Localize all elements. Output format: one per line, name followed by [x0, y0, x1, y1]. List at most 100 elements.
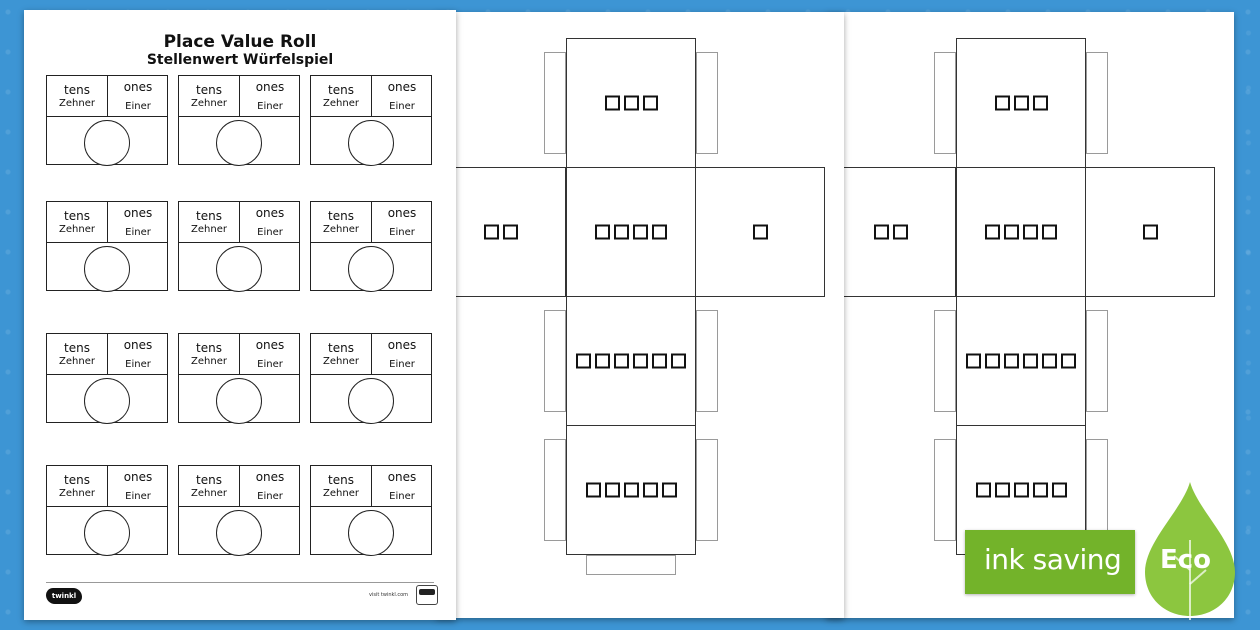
card-row-divider — [311, 506, 431, 507]
tens-label: tens — [64, 473, 90, 487]
tens-label: tens — [328, 209, 354, 223]
ones-german-label: Einer — [389, 359, 415, 370]
glue-tab — [1086, 52, 1108, 154]
ones-label: ones — [123, 338, 153, 352]
dice-face-middle — [956, 167, 1086, 297]
unit-square — [642, 482, 658, 498]
card-column-divider — [239, 334, 240, 374]
dot-squares — [567, 482, 695, 498]
dice-net — [436, 12, 844, 618]
unit-square — [484, 224, 499, 240]
dot-squares — [567, 224, 695, 240]
tens-german-label: Zehner — [323, 488, 359, 499]
tens-german-label: Zehner — [191, 224, 227, 235]
glue-tab — [696, 439, 718, 541]
unit-square — [652, 224, 667, 240]
unit-square — [642, 95, 658, 111]
ink-saving-label: ink saving — [984, 543, 1122, 576]
ones-german-label: Einer — [125, 101, 151, 112]
tens-label: tens — [64, 341, 90, 355]
twinkl-stamp-icon — [416, 585, 438, 605]
glue-tab — [544, 439, 566, 541]
eco-drop-icon — [1145, 482, 1235, 620]
unit-square — [1023, 224, 1038, 240]
answer-circle — [216, 378, 262, 424]
unit-square — [1061, 353, 1076, 369]
ink-saving-badge — [965, 530, 1135, 594]
ones-label: ones — [255, 470, 285, 484]
answer-circle — [216, 120, 262, 166]
unit-square — [595, 224, 610, 240]
dice-face-right — [1085, 167, 1215, 297]
dot-squares — [567, 95, 695, 111]
glue-tab — [544, 52, 566, 154]
dice-face-left — [436, 167, 566, 297]
dot-squares — [957, 353, 1085, 369]
card-column-divider — [239, 76, 240, 116]
tens-german-label: Zehner — [323, 224, 359, 235]
dot-squares — [1086, 224, 1214, 240]
ones-label: ones — [387, 206, 417, 220]
card-row-divider — [47, 374, 167, 375]
tens-german-label: Zehner — [59, 356, 95, 367]
unit-square — [1042, 224, 1057, 240]
twinkl-logo: twinkl — [46, 588, 82, 604]
dot-squares — [827, 224, 955, 240]
answer-circle — [84, 510, 130, 556]
ones-label: ones — [255, 338, 285, 352]
unit-square — [652, 353, 667, 369]
answer-circle — [216, 510, 262, 556]
footer-divider — [46, 582, 434, 583]
unit-square — [985, 224, 1000, 240]
dice-face-bottom — [566, 425, 696, 555]
tens-german-label: Zehner — [323, 356, 359, 367]
unit-square — [614, 224, 629, 240]
unit-square — [595, 353, 610, 369]
ones-german-label: Einer — [125, 359, 151, 370]
answer-circle — [84, 378, 130, 424]
dot-squares — [957, 482, 1085, 498]
unit-square — [1013, 95, 1029, 111]
unit-square — [585, 482, 601, 498]
card-column-divider — [371, 202, 372, 242]
ones-label: ones — [123, 470, 153, 484]
unit-square — [576, 353, 591, 369]
tens-label: tens — [328, 341, 354, 355]
unit-square — [752, 224, 768, 240]
unit-square — [966, 353, 981, 369]
answer-circle — [348, 378, 394, 424]
answer-circle — [348, 120, 394, 166]
dice-face-middle — [566, 167, 696, 297]
answer-circle — [348, 510, 394, 556]
unit-square — [614, 353, 629, 369]
card-row-divider — [47, 116, 167, 117]
glue-tab — [934, 52, 956, 154]
dice-face-right — [695, 167, 825, 297]
card-column-divider — [371, 76, 372, 116]
card-row-divider — [179, 374, 299, 375]
card-row-divider — [179, 506, 299, 507]
ones-german-label: Einer — [389, 101, 415, 112]
ones-label: ones — [255, 80, 285, 94]
eco-label: Eco — [1160, 545, 1212, 575]
answer-circle — [348, 246, 394, 292]
tens-label: tens — [328, 83, 354, 97]
tens-label: tens — [64, 83, 90, 97]
ones-german-label: Einer — [257, 491, 283, 502]
unit-square — [623, 482, 639, 498]
ones-german-label: Einer — [257, 359, 283, 370]
glue-tab — [696, 52, 718, 154]
tens-german-label: Zehner — [191, 98, 227, 109]
dice-face-lower — [566, 296, 696, 426]
glue-tab — [934, 310, 956, 412]
ones-german-label: Einer — [257, 227, 283, 238]
ones-german-label: Einer — [389, 491, 415, 502]
card-row-divider — [311, 374, 431, 375]
